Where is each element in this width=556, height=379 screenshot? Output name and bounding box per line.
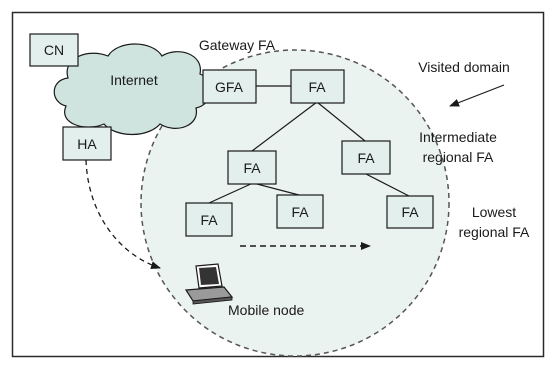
node-fa-low-left: FA: [185, 202, 233, 237]
internet-cloud: [53, 43, 212, 135]
node-cn: CN: [29, 33, 79, 67]
gfa-label: GFA: [215, 79, 244, 95]
node-fa-top: FA: [290, 69, 345, 104]
internet-label: Internet: [110, 72, 158, 88]
link-fa-left: [251, 101, 318, 152]
fa-low-left-label: FA: [200, 212, 218, 228]
visited-domain-pointer: [449, 84, 505, 107]
intermediate-label-line2: regional FA: [423, 149, 494, 165]
node-ha: HA: [62, 126, 112, 161]
link-left-lowcenter: [252, 182, 300, 196]
laptop-icon: [184, 263, 234, 305]
link-fa-right: [316, 101, 366, 142]
lowest-label-line2: regional FA: [459, 224, 530, 240]
mobile-node-label: Mobile node: [228, 302, 304, 318]
intermediate-label-line1: Intermediate: [419, 129, 497, 145]
node-fa-mid-left: FA: [227, 150, 277, 185]
ha-label: HA: [77, 136, 97, 152]
tree-links: [208, 85, 410, 204]
gateway-fa-label: Gateway FA: [199, 37, 276, 53]
node-fa-mid-right: FA: [341, 140, 391, 175]
visited-domain-label: Visited domain: [418, 59, 510, 75]
node-gfa: GFA: [202, 69, 257, 104]
fa-mid-left-label: FA: [243, 160, 261, 176]
link-left-lowleft: [208, 182, 254, 204]
home-agent-path-arrow: [85, 159, 161, 270]
fa-mid-right-label: FA: [357, 150, 375, 166]
lowest-label-line1: Lowest: [472, 204, 516, 220]
node-fa-low-right: FA: [386, 195, 434, 229]
figure-frame: [11, 11, 545, 358]
cn-label: CN: [44, 42, 64, 58]
node-fa-low-center: FA: [276, 194, 324, 229]
link-right-lowright: [365, 173, 410, 197]
fa-low-center-label: FA: [291, 204, 309, 220]
fa-low-right-label: FA: [401, 204, 419, 220]
fa-top-label: FA: [308, 79, 326, 95]
